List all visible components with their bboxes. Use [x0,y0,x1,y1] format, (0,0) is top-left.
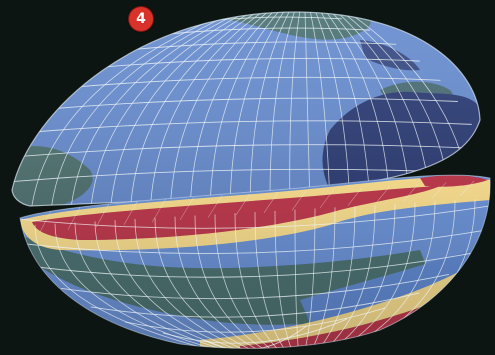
upper-meridian-line [289,11,301,206]
lower-meridian-line [324,204,376,349]
lower-meridian-line [234,213,279,349]
cross-section-line [403,184,419,201]
lower-meridian-line [318,206,356,349]
upper-meridian-line [314,11,351,206]
cross-section-line [123,200,139,225]
lower-meridian-line [331,203,396,349]
lower-meridian-line [154,217,252,349]
cross-section-line [291,190,307,211]
upper-meridian-line [209,11,281,206]
upper-meridian-line [229,11,286,206]
cross-section-line [67,203,83,230]
lower-meridian-line [274,210,293,349]
lower-parallel-line [124,307,386,333]
lower-meridian-line [311,207,336,349]
lower-meridian-line [254,211,286,349]
lower-grid-lines [20,180,491,349]
lower-parallel-line [20,228,491,254]
lower-meridian-line [214,214,272,349]
cross-section-line [235,193,251,216]
cross-section-line [347,187,363,206]
cross-section-line [459,180,475,197]
upper-meridian-line [29,11,236,206]
lower-meridian-line [174,216,259,349]
upper-parallel-line [42,97,458,110]
upper-parallel-line [59,76,441,89]
upper-meridian-line [89,11,251,206]
lower-meridian-line [54,223,219,349]
lower-parallel-line [203,325,307,349]
cross-section-line [319,188,335,209]
lower-meridian-line [74,222,226,349]
cross-section-line [95,201,111,228]
lower-meridian-line [94,221,232,349]
upper-meridian-line [249,11,291,206]
lower-meridian-line [114,220,239,349]
cross-section-line [179,196,195,221]
upper-meridian-line [49,11,241,206]
lower-meridian-line [134,218,246,349]
lower-meridian-line [294,209,299,349]
upper-rim [11,11,481,207]
lower-meridian-line [194,215,266,349]
figure-number-badge: 4 [129,7,153,31]
lower-rim [19,174,491,349]
cross-section-line [375,185,391,204]
cross-section-line [431,182,447,199]
cross-section-line [263,192,279,213]
upper-meridian-line [189,11,276,206]
upper-meridian-line [69,11,246,206]
upper-meridian-line [309,11,331,206]
upper-meridian-line [304,11,311,206]
upper-meridian-line [129,11,261,206]
upper-parallel-line [18,144,480,157]
cross-section-line [207,195,223,218]
upper-meridian-line [109,11,256,206]
upper-parallel-line [103,41,397,53]
upper-meridian-line [319,11,371,205]
upper-meridian-line [269,11,296,206]
lower-meridian-line [34,224,212,349]
upper-meridian-line [149,11,266,206]
lower-parallel-line [162,318,348,344]
lower-meridian-line [304,208,316,349]
upper-parallel-line [80,58,420,70]
lower-parallel-line [61,273,449,300]
lower-parallel-line [37,252,473,278]
upper-meridian-line [169,11,271,206]
upper-meridian-line [324,11,391,204]
cross-section-line [151,198,167,223]
upper-parallel-line [28,120,472,133]
